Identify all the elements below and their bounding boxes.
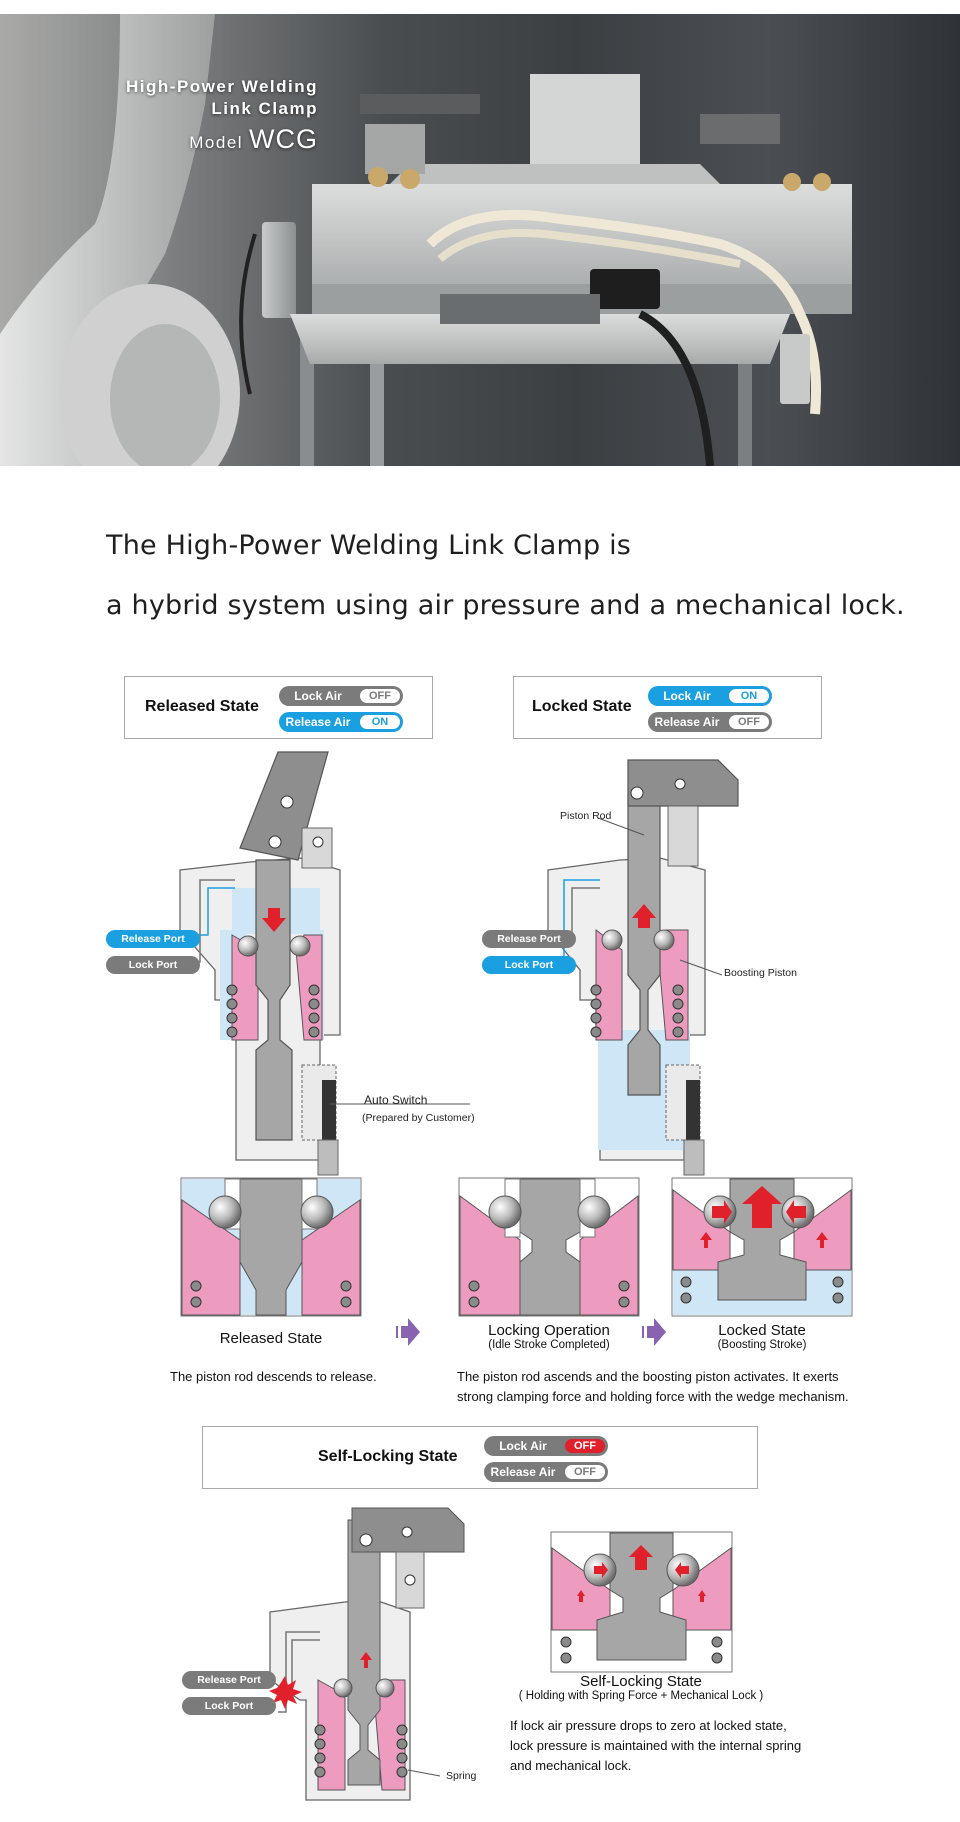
locked-clamp-diagram xyxy=(547,759,739,1176)
sequence-detail-2 xyxy=(458,1177,640,1317)
lock-air-label: Lock Air xyxy=(663,689,711,703)
headline-line1: The High-Power Welding Link Clamp is xyxy=(106,530,632,561)
self-lock-clamp-diagram xyxy=(269,1507,465,1801)
locked-lock-air-indicator: Lock Air ON xyxy=(648,686,772,706)
self-lock-caption-title: Self-Locking State xyxy=(580,1673,702,1690)
self-lock-caption-sub: ( Holding with Spring Force + Mechanical… xyxy=(518,1690,764,1702)
locked-release-air-indicator: Release Air OFF xyxy=(648,712,772,732)
sequence-step1-title: Released State xyxy=(219,1330,323,1347)
locked-lock-port-label: Lock Port xyxy=(482,956,576,974)
hero-model: Model WCG xyxy=(126,124,318,155)
release-air-label: Release Air xyxy=(285,715,351,729)
lock-description-line2: strong clamping force and holding force … xyxy=(457,1389,849,1404)
sequence-step3-sub: (Boosting Stroke) xyxy=(717,1339,807,1351)
released-lock-air-indicator: Lock Air OFF xyxy=(279,686,403,706)
self-lock-state-box: Self-Locking State Lock Air OFF Release … xyxy=(202,1426,758,1489)
locked-state-box: Locked State Lock Air ON Release Air OFF xyxy=(513,676,822,739)
sequence-step2-sub: (Idle Stroke Completed) xyxy=(488,1339,610,1351)
spring-label: Spring xyxy=(446,1770,477,1782)
lock-description-line1: The piston rod ascends and the boosting … xyxy=(457,1369,839,1384)
self-lock-caption: Self-Locking State ( Holding with Spring… xyxy=(501,1673,781,1702)
sequence-arrow-1 xyxy=(396,1318,420,1346)
self-lock-release-port-label: Release Port xyxy=(182,1671,276,1689)
released-release-air-indicator: Release Air ON xyxy=(279,712,403,732)
sequence-step3-caption: Locked State (Boosting Stroke) xyxy=(672,1322,852,1351)
self-lock-description-line3: and mechanical lock. xyxy=(510,1758,632,1773)
hero-title: High-Power Welding Link Clamp Model WCG xyxy=(126,76,318,155)
locked-state-title: Locked State xyxy=(532,698,632,715)
sequence-step1-caption: Released State xyxy=(181,1330,361,1347)
boosting-piston-label: Boosting Piston xyxy=(724,967,797,979)
headline: The High-Power Welding Link Clamp is a h… xyxy=(106,516,905,636)
self-lock-lock-air-indicator: Lock Air OFF xyxy=(484,1436,608,1456)
lock-air-value: OFF xyxy=(360,689,400,703)
self-lock-description: If lock air pressure drops to zero at lo… xyxy=(510,1716,801,1776)
released-release-port-label: Release Port xyxy=(106,930,200,948)
release-air-label: Release Air xyxy=(490,1465,556,1479)
burst-icon xyxy=(269,1676,302,1709)
released-clamp-diagram xyxy=(179,751,470,1176)
hero-model-label: Model xyxy=(189,133,244,152)
sequence-arrow-2 xyxy=(642,1318,666,1346)
self-lock-state-title: Self-Locking State xyxy=(318,1448,458,1465)
release-description: The piston rod descends to release. xyxy=(170,1369,377,1384)
lock-air-label: Lock Air xyxy=(499,1439,547,1453)
self-lock-lock-port-label: Lock Port xyxy=(182,1697,276,1715)
released-state-title: Released State xyxy=(145,698,259,715)
lock-air-label: Lock Air xyxy=(294,689,342,703)
lock-air-value: ON xyxy=(729,689,769,703)
sequence-step3-title: Locked State xyxy=(718,1322,806,1339)
lock-air-value: OFF xyxy=(565,1439,605,1453)
lock-description: The piston rod ascends and the boosting … xyxy=(457,1367,849,1407)
hero-title-line2: Link Clamp xyxy=(211,99,318,118)
sequence-step2-title: Locking Operation xyxy=(488,1322,610,1339)
release-air-label: Release Air xyxy=(654,715,720,729)
self-lock-description-line1: If lock air pressure drops to zero at lo… xyxy=(510,1718,787,1733)
released-state-box: Released State Lock Air OFF Release Air … xyxy=(124,676,433,739)
piston-rod-label: Piston Rod xyxy=(560,810,612,822)
headline-line2: a hybrid system using air pressure and a… xyxy=(106,590,905,621)
clamp-photo-illustration xyxy=(0,14,852,466)
sequence-step2-caption: Locking Operation (Idle Stroke Completed… xyxy=(449,1322,649,1351)
self-lock-detail xyxy=(550,1531,733,1673)
release-air-value: ON xyxy=(360,715,400,729)
release-air-value: OFF xyxy=(565,1465,605,1479)
hero-title-line1: High-Power Welding xyxy=(126,77,318,96)
release-air-value: OFF xyxy=(729,715,769,729)
hero-model-name: WCG xyxy=(249,124,318,154)
auto-switch-note: (Prepared by Customer) xyxy=(362,1112,475,1124)
self-lock-description-line2: lock pressure is maintained with the int… xyxy=(510,1738,802,1753)
released-lock-port-label: Lock Port xyxy=(106,956,200,974)
auto-switch-label: Auto Switch xyxy=(364,1093,428,1107)
locked-release-port-label: Release Port xyxy=(482,930,576,948)
sequence-detail-1 xyxy=(180,1177,362,1317)
hero-photo: High-Power Welding Link Clamp Model WCG xyxy=(0,14,960,466)
self-lock-release-air-indicator: Release Air OFF xyxy=(484,1462,608,1482)
sequence-detail-3 xyxy=(671,1177,853,1317)
